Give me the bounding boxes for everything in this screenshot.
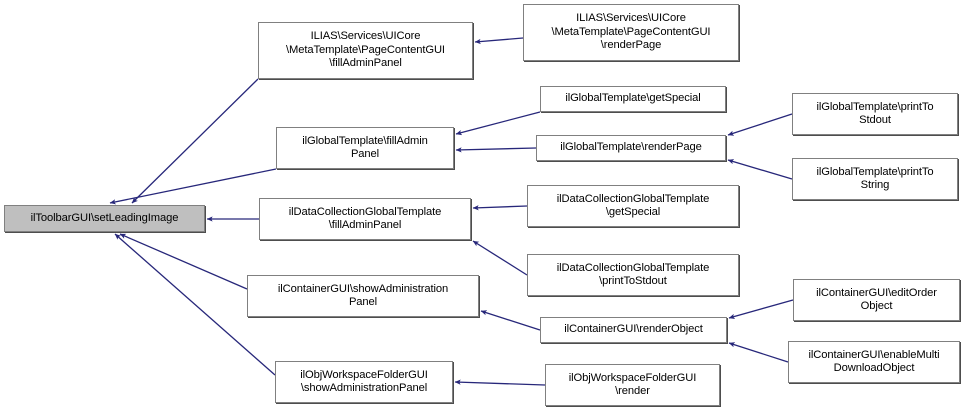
graph-node-label: ilContainerGUI\editOrder Object xyxy=(816,286,937,313)
call-edge-n3-to-n0 xyxy=(109,168,277,205)
graph-node-n0[interactable]: ilToolbarGUI\setLeadingImage xyxy=(4,205,205,232)
call-edge-n5-to-n3 xyxy=(455,147,537,153)
graph-node-n9[interactable]: ilDataCollectionGlobalTemplate \getSpeci… xyxy=(527,185,739,227)
call-edge-n2-to-n1 xyxy=(474,37,524,45)
graph-node-label: ILIAS\Services\UICore \MetaTemplate\Page… xyxy=(286,30,445,70)
graph-node-label: ilContainerGUI\renderObject xyxy=(564,323,703,336)
call-edge-n14-to-n12 xyxy=(728,342,789,363)
call-edge-n12-to-n11 xyxy=(480,310,541,331)
graph-node-label: ilGlobalTemplate\fillAdmin Panel xyxy=(302,134,428,161)
graph-node-n14[interactable]: ilContainerGUI\enableMulti DownloadObjec… xyxy=(788,341,960,383)
graph-node-label: ilDataCollectionGlobalTemplate \printToS… xyxy=(556,261,710,288)
graph-node-n6[interactable]: ilGlobalTemplate\printTo Stdout xyxy=(792,93,958,135)
call-edge-n16-to-n15 xyxy=(454,379,546,386)
graph-node-n10[interactable]: ilDataCollectionGlobalTemplate \printToS… xyxy=(527,254,739,296)
call-edge-n4-to-n3 xyxy=(455,111,541,136)
graph-node-n3[interactable]: ilGlobalTemplate\fillAdmin Panel xyxy=(276,127,454,169)
call-edge-n6-to-n5 xyxy=(727,113,793,136)
graph-node-label: ilObjWorkspaceFolderGUI \showAdministrat… xyxy=(300,368,428,395)
graph-node-n1[interactable]: ILIAS\Services\UICore \MetaTemplate\Page… xyxy=(258,22,473,79)
graph-node-n7[interactable]: ilGlobalTemplate\printTo String xyxy=(792,158,958,200)
graph-node-n16[interactable]: ilObjWorkspaceFolderGUI \render xyxy=(545,364,720,406)
graph-node-label: ilContainerGUI\showAdministration Panel xyxy=(277,282,449,309)
graph-node-n11[interactable]: ilContainerGUI\showAdministration Panel xyxy=(247,275,479,317)
graph-node-label: ilDataCollectionGlobalTemplate \getSpeci… xyxy=(556,192,710,219)
graph-node-label: ilGlobalTemplate\printTo Stdout xyxy=(816,100,934,127)
graph-node-label: ilGlobalTemplate\renderPage xyxy=(560,141,702,154)
graph-node-label: ilContainerGUI\enableMulti DownloadObjec… xyxy=(808,348,940,375)
call-edge-n9-to-n8 xyxy=(472,205,528,211)
graph-node-n2[interactable]: ILIAS\Services\UICore \MetaTemplate\Page… xyxy=(523,4,739,61)
call-edge-n13-to-n12 xyxy=(728,299,794,319)
graph-node-label: ilToolbarGUI\setLeadingImage xyxy=(30,211,179,224)
graph-node-n15[interactable]: ilObjWorkspaceFolderGUI \showAdministrat… xyxy=(275,361,453,403)
graph-node-label: ILIAS\Services\UICore \MetaTemplate\Page… xyxy=(551,12,711,52)
graph-node-label: ilGlobalTemplate\printTo String xyxy=(816,165,934,192)
graph-node-label: ilGlobalTemplate\getSpecial xyxy=(565,92,701,105)
call-edge-n1-to-n0 xyxy=(131,78,259,204)
call-edge-n10-to-n8 xyxy=(472,240,528,276)
graph-node-n13[interactable]: ilContainerGUI\editOrder Object xyxy=(793,279,960,321)
graph-node-n12[interactable]: ilContainerGUI\renderObject xyxy=(540,317,727,343)
graph-node-n5[interactable]: ilGlobalTemplate\renderPage xyxy=(536,135,726,161)
call-edge-n7-to-n5 xyxy=(727,159,793,180)
graph-node-label: ilObjWorkspaceFolderGUI \render xyxy=(568,371,697,398)
graph-node-label: ilDataCollectionGlobalTemplate \fillAdmi… xyxy=(288,205,442,232)
graph-node-n4[interactable]: ilGlobalTemplate\getSpecial xyxy=(540,86,726,112)
graph-node-n8[interactable]: ilDataCollectionGlobalTemplate \fillAdmi… xyxy=(259,198,471,240)
call-edge-n11-to-n0 xyxy=(119,233,248,290)
